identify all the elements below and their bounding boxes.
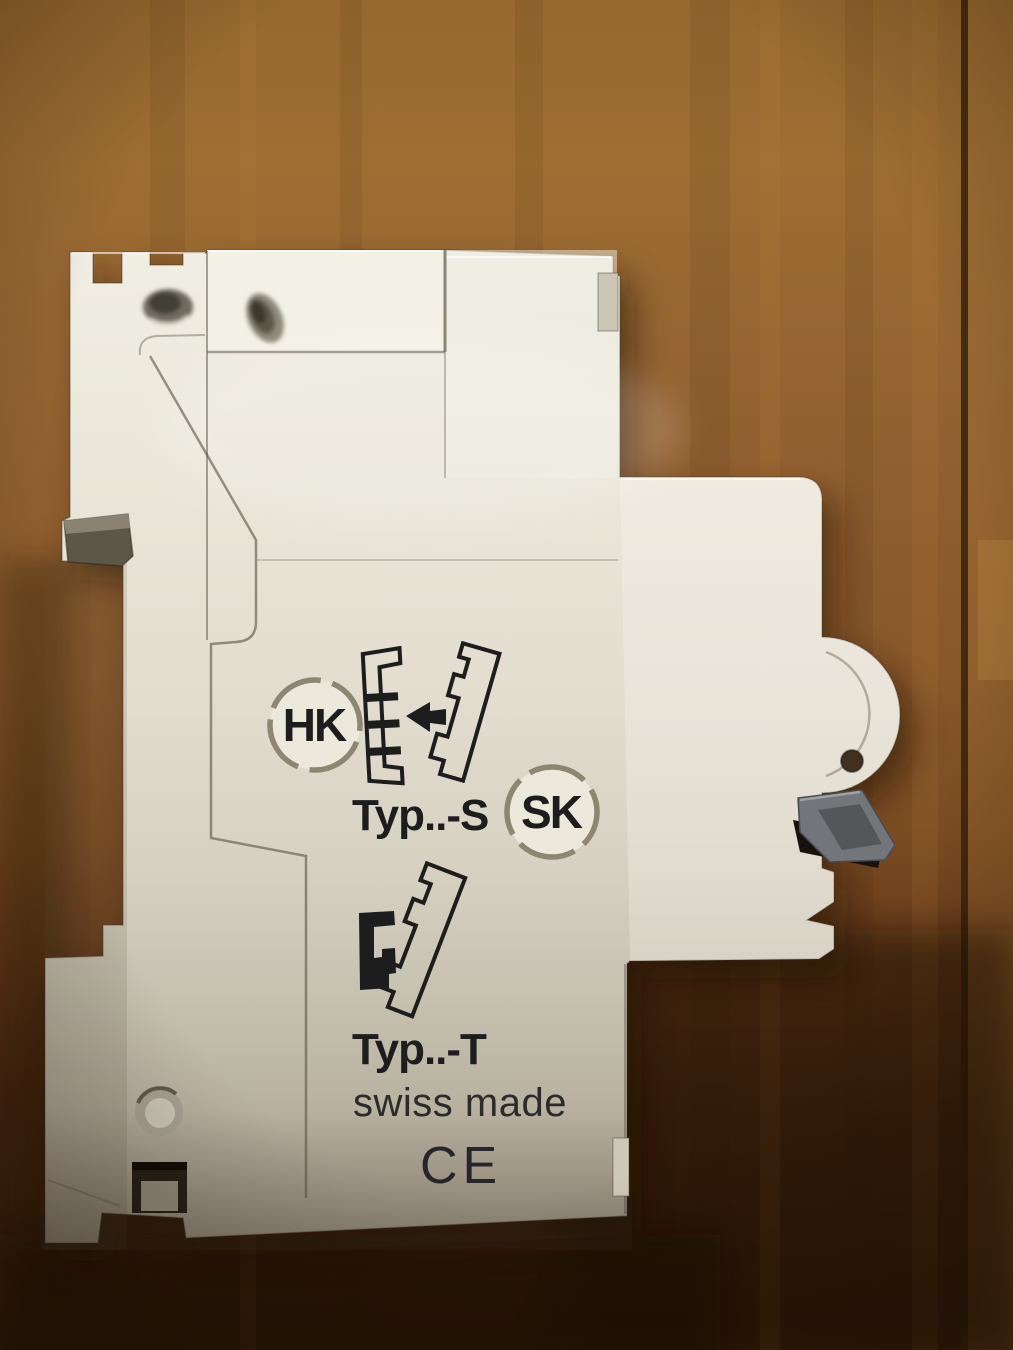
- photo-vignette: [0, 0, 1013, 1350]
- photo-din-rail-device-side-view: HK SK Typ..-S: [0, 0, 1013, 1350]
